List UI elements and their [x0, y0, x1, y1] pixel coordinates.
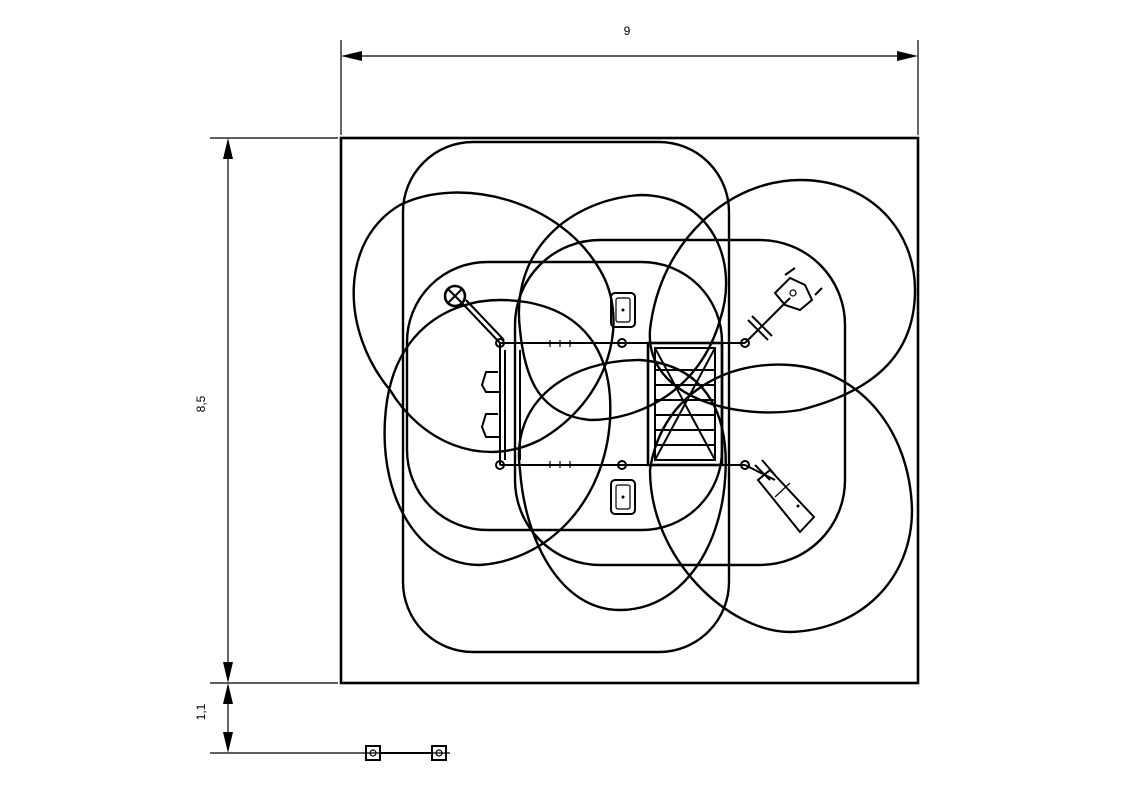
safety-zone-bottom-right [648, 363, 914, 634]
height-arrow-bottom [223, 662, 233, 683]
post-5 [617, 460, 627, 470]
safety-zone-bottom-center [517, 358, 727, 612]
safety-zone-bottom-left [383, 298, 612, 567]
safety-zones [352, 140, 917, 654]
telescope-element [744, 267, 823, 344]
swing-seat-bottom [610, 479, 636, 515]
post-1 [495, 338, 505, 348]
detail-element [365, 745, 447, 761]
post-3 [740, 338, 750, 348]
rail-marks [549, 340, 571, 468]
width-dimension: 9 [340, 24, 919, 135]
width-label: 9 [624, 24, 631, 38]
height-label: 8,5 [194, 395, 208, 412]
safety-zone-right [513, 238, 847, 567]
left-seats [480, 371, 500, 438]
area-boundary [339, 136, 920, 685]
post-4 [495, 460, 505, 470]
safety-zone-main [401, 140, 731, 654]
safety-zone-inner [405, 260, 724, 532]
post-2 [617, 338, 627, 348]
offset-arrow-bottom [223, 732, 233, 753]
tube-element [744, 459, 816, 534]
height-dimension: 8,5 [194, 137, 338, 684]
equipment [443, 267, 823, 534]
climbing-net [646, 341, 724, 467]
swing-seat-top [610, 292, 636, 328]
height-arrow-top [223, 138, 233, 159]
safety-zone-top-right [648, 178, 917, 414]
target-element [443, 284, 505, 344]
post-6 [740, 460, 750, 470]
offset-label: 1,1 [194, 703, 208, 720]
width-arrow-right [897, 51, 918, 61]
width-arrow-left [341, 51, 362, 61]
offset-arrow-top [223, 683, 233, 704]
offset-dimension: 1,1 [194, 683, 450, 754]
safety-zone-top-center [517, 193, 728, 422]
safety-zone-top-left [352, 191, 615, 454]
